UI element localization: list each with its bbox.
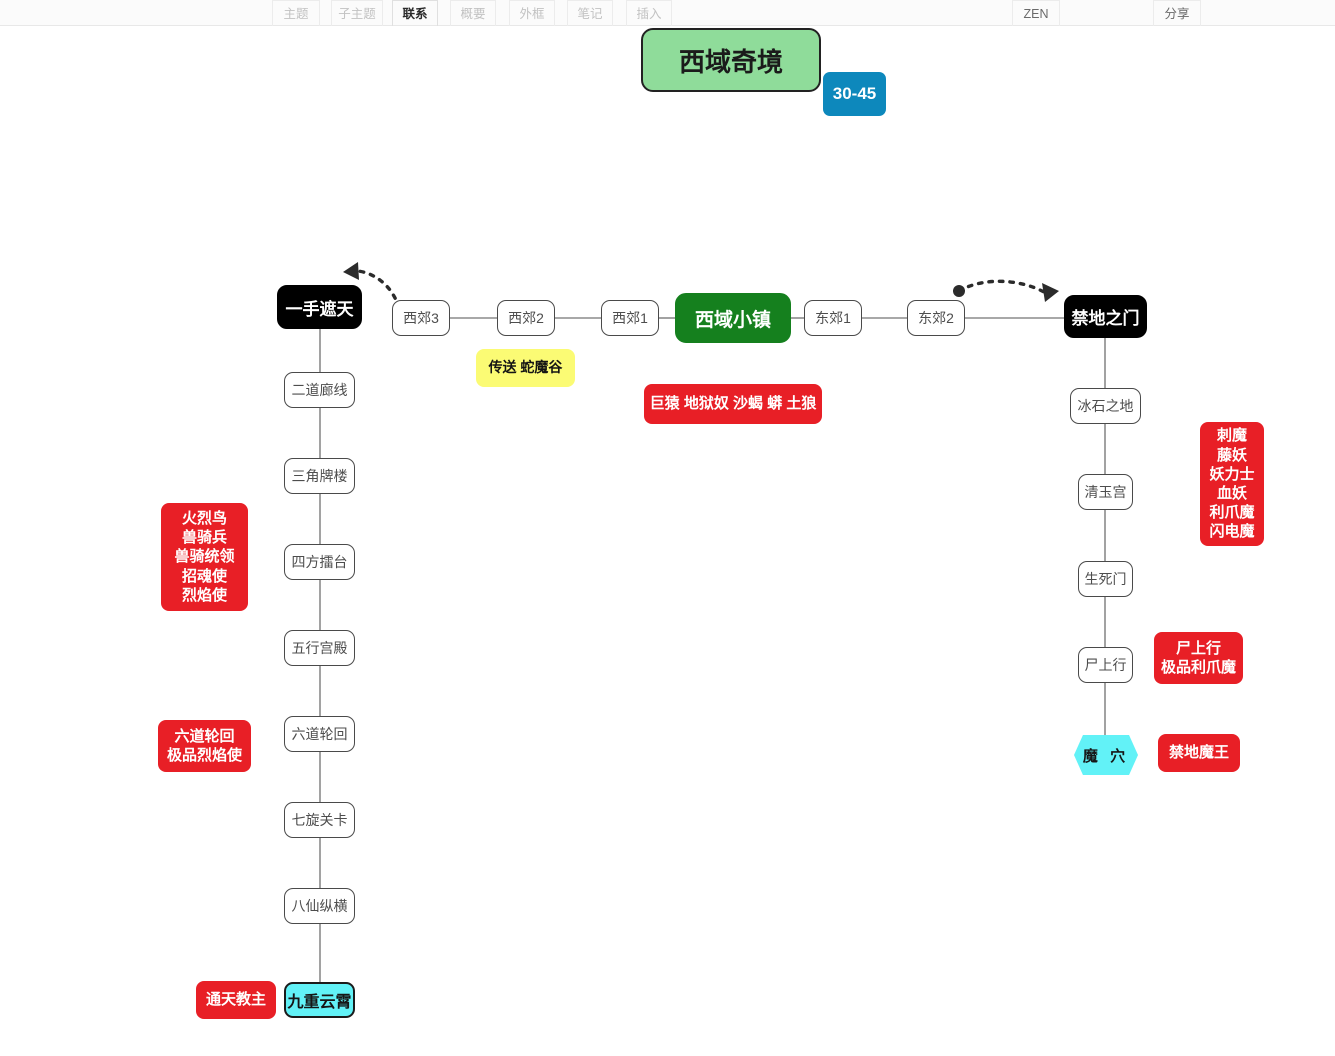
callout-tiantong-boss[interactable]: 通天教主 bbox=[196, 981, 276, 1019]
node-jindi-zhimen[interactable]: 禁地之门 bbox=[1064, 295, 1147, 338]
callout-line: 利爪魔 bbox=[1209, 504, 1255, 522]
toolbar-item-zen[interactable]: ZEN bbox=[1012, 0, 1060, 26]
node-xijiao1[interactable]: 西郊1 bbox=[601, 300, 659, 336]
callout-line: 极品烈焰使 bbox=[166, 747, 242, 764]
callout-line: 烈焰使 bbox=[181, 586, 227, 604]
node-xiyu-town[interactable]: 西域小镇 bbox=[675, 293, 791, 343]
callout-right-mobs[interactable]: 刺魔 藤妖 妖力士 血妖 利爪魔 闪电魔 bbox=[1200, 422, 1264, 546]
node-wuxing-gongdian[interactable]: 五行宫殿 bbox=[284, 630, 355, 666]
callout-jindi-boss[interactable]: 禁地魔王 bbox=[1158, 734, 1240, 772]
node-shishang-xing[interactable]: 尸上行 bbox=[1078, 647, 1133, 683]
toolbar-item-relation[interactable]: 联系 bbox=[392, 0, 438, 26]
node-xijiao2[interactable]: 西郊2 bbox=[497, 300, 555, 336]
toolbar-item-insert[interactable]: 插入 bbox=[626, 0, 672, 26]
callout-line: 兽骑统领 bbox=[174, 548, 235, 566]
root-node-xiyu-qijing[interactable]: 西域奇境 bbox=[641, 28, 821, 92]
node-dongjiao2[interactable]: 东郊2 bbox=[907, 300, 965, 336]
callout-line: 妖力士 bbox=[1209, 465, 1255, 483]
toolbar-item-topic[interactable]: 主题 bbox=[272, 0, 320, 26]
node-jiuchong-yunxiao[interactable]: 九重云霄 bbox=[284, 982, 355, 1018]
callout-line: 兽骑兵 bbox=[181, 529, 227, 547]
callout-line: 刺魔 bbox=[1216, 427, 1247, 445]
node-moxue[interactable]: 魔 穴 bbox=[1074, 735, 1138, 775]
toolbar: 主题 子主题 联系 概要 外框 笔记 插入 ZEN 分享 bbox=[0, 0, 1335, 26]
callout-line: 通天教主 bbox=[205, 991, 266, 1009]
callout-line: 血妖 bbox=[1216, 485, 1247, 502]
callout-line: 招魂使 bbox=[181, 567, 227, 585]
callout-teleport[interactable]: 传送 蛇魔谷 bbox=[476, 349, 575, 387]
node-dongjiao1[interactable]: 东郊1 bbox=[804, 300, 862, 336]
level-range-badge[interactable]: 30-45 bbox=[823, 72, 886, 116]
node-liudao-lunhui[interactable]: 六道轮回 bbox=[284, 716, 355, 752]
callout-left-mobs-1[interactable]: 火烈鸟 兽骑兵 兽骑统领 招魂使 烈焰使 bbox=[161, 503, 248, 611]
callout-line: 传送 蛇魔谷 bbox=[488, 359, 563, 376]
node-qixuan-guanqia[interactable]: 七旋关卡 bbox=[284, 802, 355, 838]
mindmap-canvas[interactable]: 西域奇境 30-45 一手遮天 西郊3 西郊2 西郊1 西域小镇 东郊1 东郊2… bbox=[0, 26, 1335, 1056]
node-sanjiao-pailou[interactable]: 三角牌楼 bbox=[284, 458, 355, 494]
toolbar-item-subtopic[interactable]: 子主题 bbox=[331, 0, 383, 26]
node-shengsi-men[interactable]: 生死门 bbox=[1078, 561, 1133, 597]
toolbar-item-note[interactable]: 笔记 bbox=[567, 0, 613, 26]
node-xijiao3[interactable]: 西郊3 bbox=[392, 300, 450, 336]
toolbar-item-summary[interactable]: 概要 bbox=[450, 0, 496, 26]
callout-line: 藤妖 bbox=[1216, 446, 1247, 464]
toolbar-item-boundary[interactable]: 外框 bbox=[509, 0, 555, 26]
callout-line: 闪电魔 bbox=[1209, 523, 1255, 541]
node-erdao-langxian[interactable]: 二道廊线 bbox=[284, 372, 355, 408]
toolbar-item-share[interactable]: 分享 bbox=[1153, 0, 1201, 26]
callout-line: 禁地魔王 bbox=[1168, 744, 1229, 762]
callout-line: 尸上行 bbox=[1175, 639, 1221, 657]
callout-shishang-mobs[interactable]: 尸上行 极品利爪魔 bbox=[1154, 632, 1243, 684]
callout-town-mobs[interactable]: 巨猿 地狱奴 沙蝎 蟒 土狼 bbox=[644, 384, 822, 424]
node-sifang-leitai[interactable]: 四方擂台 bbox=[284, 544, 355, 580]
node-qingyu-gong[interactable]: 清玉宫 bbox=[1078, 474, 1133, 510]
node-bingshi-zhidi[interactable]: 冰石之地 bbox=[1070, 388, 1141, 424]
relation-arrow-east bbox=[953, 279, 1059, 302]
callout-left-mobs-2[interactable]: 六道轮回 极品烈焰使 bbox=[158, 720, 251, 772]
callout-line: 巨猿 地狱奴 沙蝎 蟒 土狼 bbox=[649, 395, 817, 413]
callout-line: 极品利爪魔 bbox=[1160, 659, 1236, 676]
node-yishou-zhetian[interactable]: 一手遮天 bbox=[277, 285, 362, 329]
node-baxian-zongheng[interactable]: 八仙纵横 bbox=[284, 888, 355, 924]
callout-line: 火烈鸟 bbox=[181, 510, 227, 528]
callout-line: 六道轮回 bbox=[174, 727, 235, 745]
